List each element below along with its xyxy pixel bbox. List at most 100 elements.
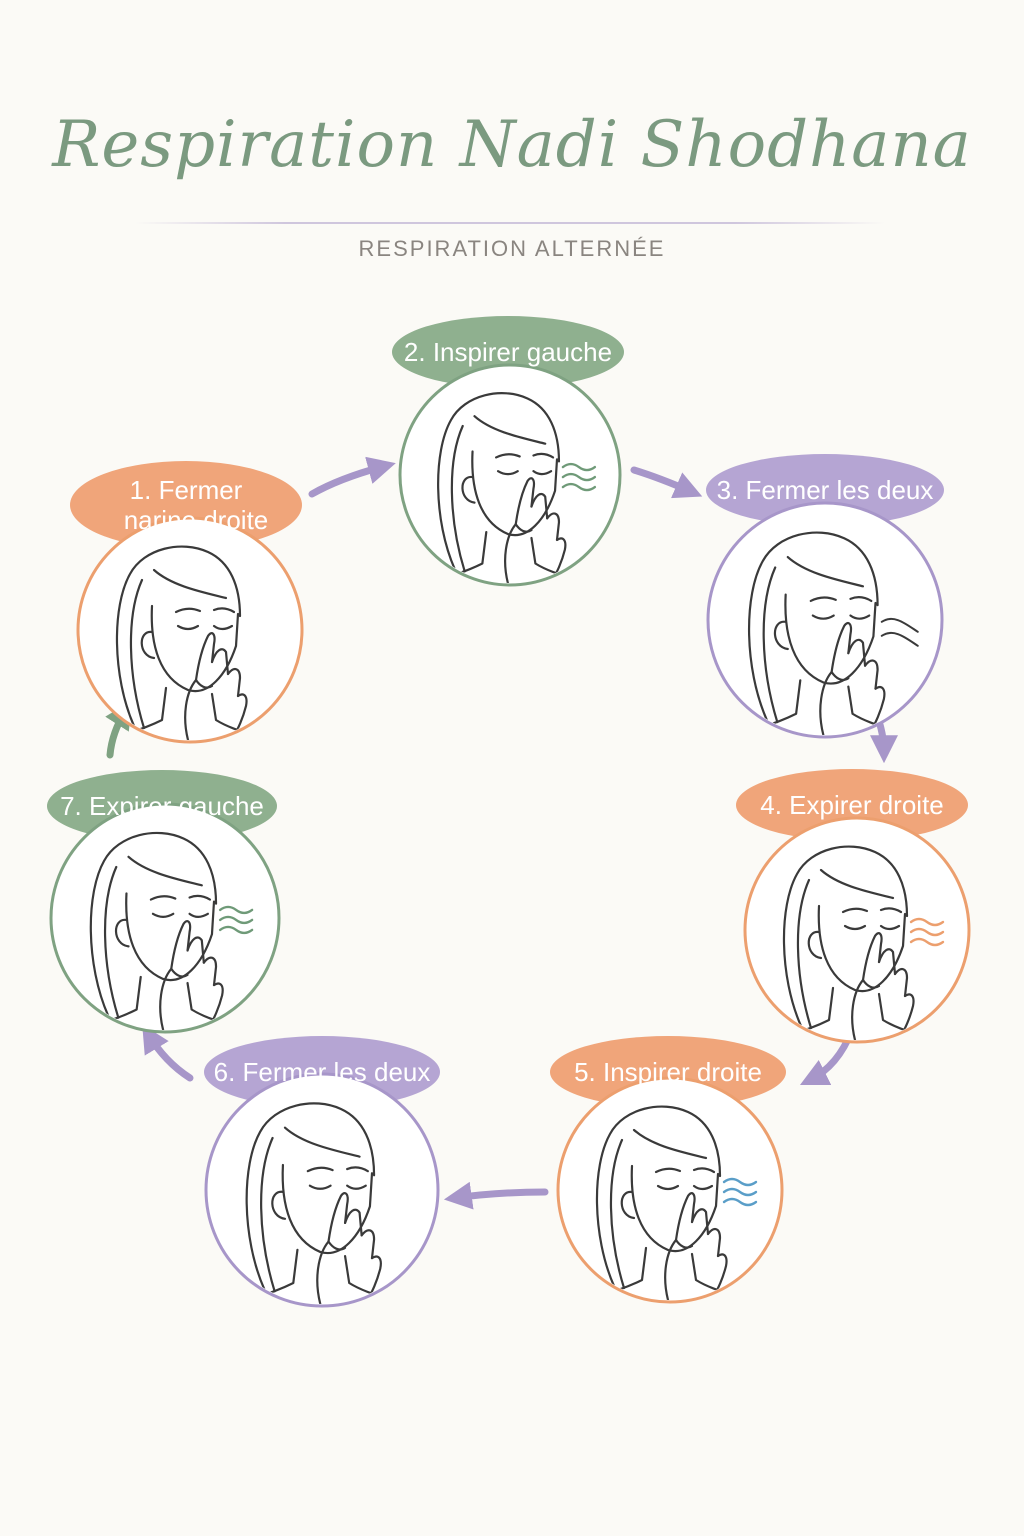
breath-wave bbox=[909, 917, 945, 927]
face-line bbox=[747, 531, 879, 722]
step-illustration-circle bbox=[706, 501, 944, 739]
face-line bbox=[819, 622, 853, 735]
step-6: 6. Fermer les deux bbox=[204, 1036, 440, 1308]
face-line bbox=[202, 956, 218, 987]
face-line bbox=[174, 607, 202, 614]
face-line bbox=[877, 948, 897, 976]
breath-line bbox=[880, 617, 919, 633]
face-line bbox=[437, 392, 561, 571]
face-line bbox=[226, 668, 242, 698]
face-line bbox=[514, 523, 533, 533]
step-illustration-circle bbox=[204, 1072, 440, 1308]
face-line bbox=[863, 659, 879, 690]
face-line bbox=[260, 1136, 276, 1293]
face-line bbox=[194, 678, 214, 689]
face-line bbox=[316, 1192, 349, 1304]
face-line bbox=[843, 924, 867, 931]
step-illustration-circle bbox=[76, 516, 304, 744]
face-line bbox=[115, 545, 242, 728]
face-line bbox=[461, 475, 476, 504]
page-title: Respiration Nadi Shodhana bbox=[52, 108, 972, 182]
step-label-pill bbox=[70, 461, 302, 549]
face-line bbox=[830, 670, 850, 681]
breath-wave bbox=[722, 1197, 758, 1207]
face-line bbox=[127, 855, 203, 887]
face-line bbox=[879, 907, 903, 914]
face-line bbox=[308, 1184, 332, 1190]
breath-wave bbox=[218, 915, 254, 925]
face-line bbox=[495, 453, 521, 459]
step-illustration-circle bbox=[49, 802, 281, 1034]
face-line bbox=[849, 596, 873, 603]
face-line bbox=[210, 648, 230, 676]
face-line bbox=[782, 845, 909, 1028]
face-line bbox=[609, 1138, 626, 1290]
face-line bbox=[245, 1102, 376, 1291]
cycle-arrow bbox=[443, 1181, 549, 1210]
face-line bbox=[346, 1166, 369, 1173]
breath-wave bbox=[722, 1177, 758, 1187]
face-line bbox=[176, 624, 200, 631]
step-illustration-circle bbox=[556, 1076, 784, 1304]
face-line bbox=[786, 555, 865, 588]
face-line bbox=[450, 424, 466, 573]
woman-face-illustration bbox=[767, 845, 945, 1040]
face-line bbox=[212, 624, 234, 631]
woman-face-illustration bbox=[580, 1105, 758, 1300]
face-line bbox=[819, 868, 895, 900]
step-label-pill bbox=[706, 454, 944, 526]
face-line bbox=[504, 477, 536, 583]
face-line bbox=[546, 512, 561, 542]
face-line bbox=[620, 1190, 636, 1220]
face-line bbox=[346, 1184, 367, 1190]
face-line bbox=[114, 918, 130, 948]
face-line bbox=[847, 638, 867, 667]
step-label: 4. Expirer droite bbox=[760, 790, 944, 820]
step-illustration-circle bbox=[743, 816, 971, 1044]
step-4: 4. Expirer droite bbox=[736, 769, 971, 1044]
face-line bbox=[809, 596, 837, 603]
face-line bbox=[773, 620, 789, 651]
step-label-pill bbox=[736, 769, 968, 841]
face-line bbox=[656, 1184, 680, 1191]
face-line bbox=[706, 1228, 722, 1258]
face-line bbox=[692, 1184, 714, 1191]
face-line bbox=[532, 470, 553, 476]
face-line bbox=[893, 968, 909, 998]
face-line bbox=[89, 831, 218, 1017]
face-line bbox=[170, 967, 189, 978]
breath-wave bbox=[561, 482, 597, 492]
face-line bbox=[473, 415, 547, 445]
face-line bbox=[796, 878, 813, 1030]
face-line bbox=[532, 452, 555, 459]
cycle-arrow bbox=[142, 1024, 194, 1082]
face-line bbox=[841, 907, 869, 914]
face-line bbox=[188, 912, 209, 918]
face-line bbox=[849, 614, 871, 620]
face-line bbox=[103, 865, 120, 1019]
step-label: 2. Inspirer gauche bbox=[404, 337, 612, 367]
step-label: 7. Expirer gauche bbox=[60, 791, 264, 821]
face-line bbox=[186, 936, 205, 964]
step-7: 7. Expirer gauche bbox=[47, 770, 281, 1034]
face-line bbox=[152, 568, 228, 600]
face-line bbox=[343, 1208, 363, 1237]
face-line bbox=[140, 630, 156, 660]
face-line bbox=[811, 614, 835, 620]
face-line bbox=[690, 1208, 710, 1236]
step-label-pill bbox=[392, 316, 624, 388]
face-line bbox=[762, 566, 779, 724]
step-label: 6. Fermer les deux bbox=[214, 1057, 431, 1087]
face-line bbox=[674, 1238, 694, 1249]
face-line bbox=[188, 894, 212, 901]
face-line bbox=[664, 1192, 696, 1300]
face-line bbox=[632, 1128, 708, 1160]
woman-face-illustration bbox=[74, 831, 254, 1030]
face-line bbox=[271, 1190, 287, 1220]
face-line bbox=[184, 632, 216, 740]
breath-wave bbox=[909, 927, 945, 937]
breath-wave bbox=[561, 472, 597, 482]
